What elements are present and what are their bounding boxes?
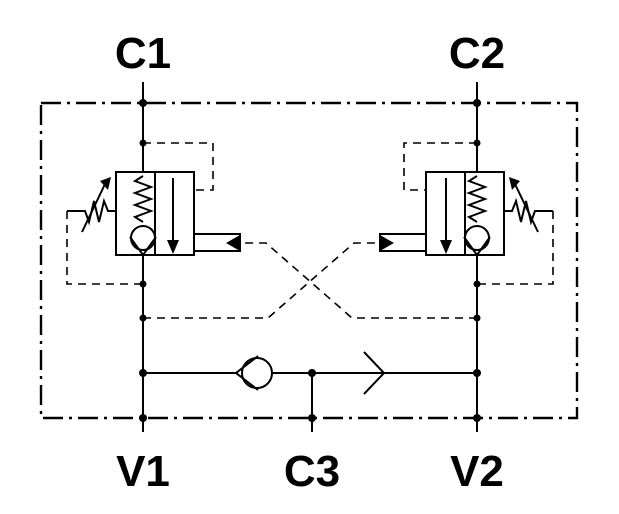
- flow-arrow-icon: [363, 351, 386, 395]
- pilot-lines: [66, 142, 554, 319]
- check-valve-icon: [241, 357, 273, 389]
- spring-icon: [504, 197, 553, 226]
- port-label-v2: V2: [450, 447, 504, 496]
- check-valve-icon: [464, 225, 490, 251]
- pilot-arrow-icon: [380, 235, 394, 251]
- shuttle-check-valve: [234, 351, 386, 395]
- port-label-v1: V1: [116, 447, 170, 496]
- port-label-c3: C3: [284, 447, 340, 496]
- spring-icon: [67, 197, 116, 226]
- port-label-c2: C2: [449, 29, 505, 78]
- pilot-arrow-icon: [226, 235, 240, 251]
- port-label-c1: C1: [115, 29, 171, 78]
- check-valve-icon: [130, 225, 156, 251]
- right-valve: [379, 171, 553, 257]
- spring-icon: [466, 175, 488, 223]
- valve-body-boundary: [39, 101, 579, 420]
- main-flow-lines: [142, 82, 478, 432]
- spring-icon: [132, 175, 154, 223]
- left-valve: [67, 171, 241, 257]
